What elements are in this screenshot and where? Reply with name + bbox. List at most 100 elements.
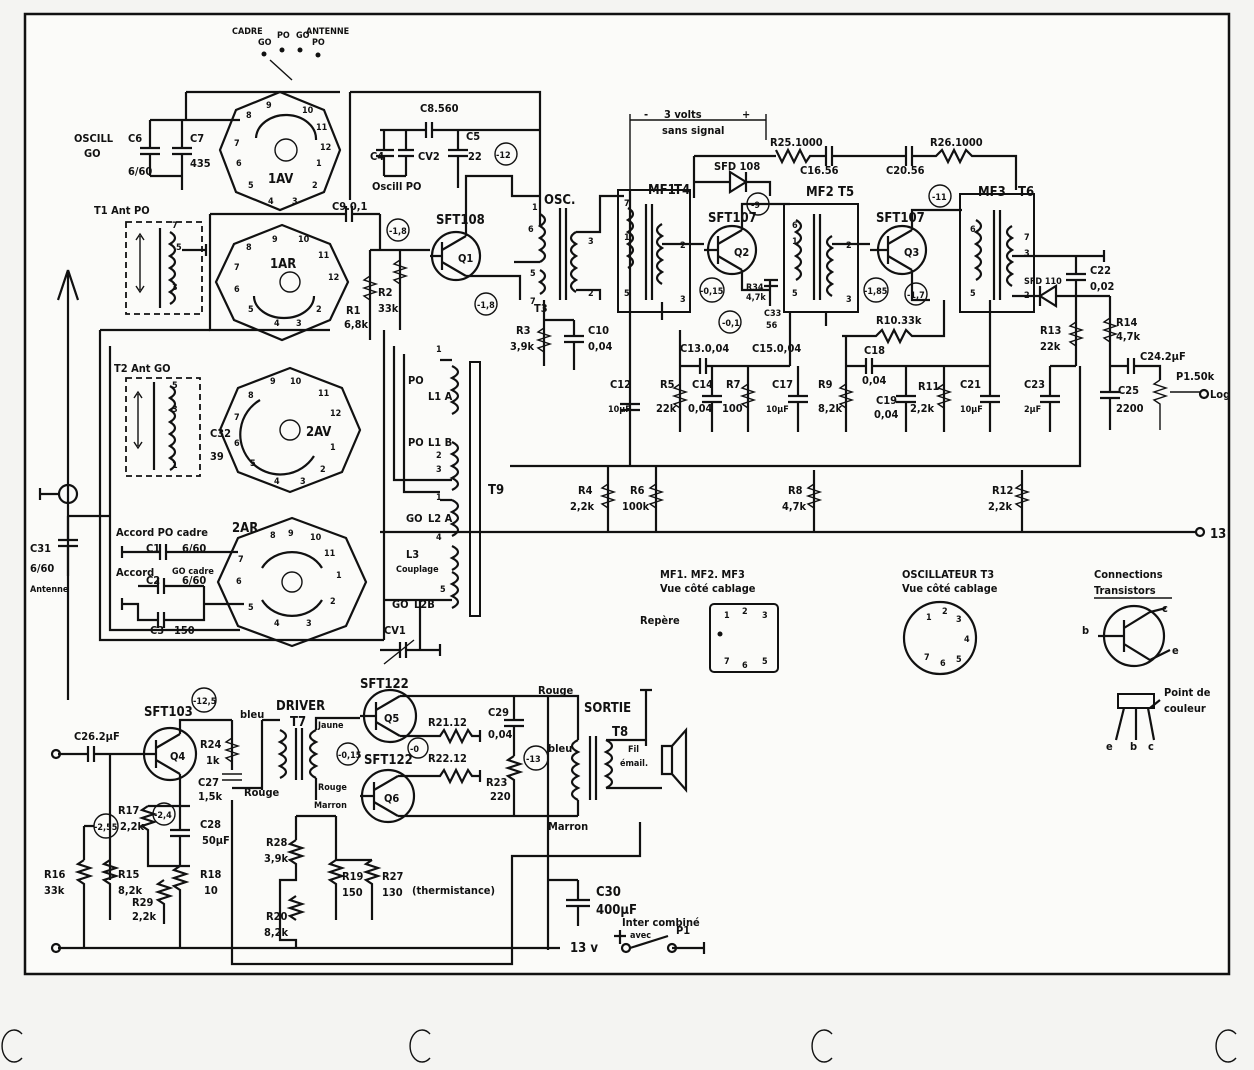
c6-name: C6	[128, 132, 142, 145]
c21-name: C21	[960, 378, 981, 391]
wafer-label-1av: 1AV	[268, 172, 293, 187]
svg-text:4: 4	[274, 619, 280, 629]
c30-value: 400µF	[596, 903, 637, 918]
sfd110-label: SFD 110	[1024, 277, 1062, 287]
r12-name: R12	[992, 484, 1014, 497]
svg-text:6: 6	[234, 285, 240, 295]
c23-value: 2µF	[1024, 405, 1041, 415]
c31-antenne: Antenne	[30, 585, 69, 595]
q1-type: SFT108	[436, 213, 485, 228]
c2-name: C2	[146, 574, 160, 587]
svg-text:3: 3	[296, 319, 302, 329]
label-go: GO	[84, 147, 101, 160]
svg-text:3: 3	[1024, 249, 1030, 259]
label-jaune: Jaune	[317, 721, 344, 731]
r28-name: R28	[266, 836, 288, 849]
svg-text:3: 3	[300, 477, 306, 487]
mf-view-title: MF1. MF2. MF3	[660, 568, 745, 581]
r8-name: R8	[788, 484, 803, 497]
r24-value: 1k	[206, 754, 220, 767]
c32-value: 39	[210, 450, 224, 463]
r19-name: R19	[342, 870, 364, 883]
t9-l1b: L1 B	[428, 436, 452, 449]
q2-type: SFT107	[708, 211, 757, 226]
q1-name: Q1	[458, 252, 473, 265]
schematic-frame	[23, 12, 1231, 976]
fil-label: Fil	[628, 745, 639, 755]
label-bleu-2: bleu	[548, 742, 572, 755]
svg-text:9: 9	[288, 529, 294, 539]
r6-name: R6	[630, 484, 645, 497]
svg-text:5: 5	[762, 657, 768, 667]
sortie-label: SORTIE	[584, 701, 631, 716]
svg-text:3: 3	[762, 611, 768, 621]
r11-value: 2,2k	[910, 402, 935, 415]
t4-label: T4	[674, 183, 690, 198]
t9-couplage: Couplage	[396, 565, 439, 575]
osc-label: OSC.	[544, 193, 575, 208]
svg-text:7: 7	[238, 555, 244, 565]
r18-value: 10	[204, 884, 218, 897]
svg-text:3: 3	[306, 619, 312, 629]
t9-pin-3: 3	[436, 465, 442, 475]
t9-label: T9	[488, 483, 504, 498]
cv2-label: CV2	[418, 150, 440, 163]
svg-text:8: 8	[248, 391, 254, 401]
t9-pin-1b: 1	[436, 493, 442, 503]
q4-name: Q4	[170, 750, 185, 763]
t6-label: T6	[1018, 185, 1034, 200]
contact-po-2: PO	[312, 38, 325, 48]
r5-value: 22k	[656, 402, 677, 415]
point-label-2: couleur	[1164, 702, 1206, 715]
r23-name: R23	[486, 776, 508, 789]
svg-text:3: 3	[588, 237, 594, 247]
svg-text:1: 1	[792, 237, 798, 247]
c17-name: C17	[772, 378, 793, 391]
supply-label: 13 v	[570, 941, 598, 956]
contact-go-1: GO	[258, 38, 272, 48]
r16-voltage: -2,55	[94, 823, 118, 833]
c16-label: C16.56	[800, 164, 839, 177]
svg-text:7: 7	[172, 221, 178, 231]
r25-label: R25.1000	[770, 136, 823, 149]
svg-text:7: 7	[1024, 233, 1030, 243]
r4-name: R4	[578, 484, 593, 497]
r24-name: R24	[200, 738, 222, 751]
c7-name: C7	[190, 132, 204, 145]
c33-name: C33	[764, 309, 781, 319]
svg-text:9: 9	[272, 235, 278, 245]
leg-c: c	[1148, 740, 1154, 753]
r19-value: 150	[342, 886, 363, 899]
if-chain: - 3 volts + sans signal R25.1000 C16.56 …	[380, 108, 1230, 542]
svg-text:5: 5	[248, 181, 254, 191]
c7-value: 435	[190, 157, 211, 170]
svg-text:5: 5	[792, 289, 798, 299]
c25-name: C25	[1118, 384, 1139, 397]
r13-name: R13	[1040, 324, 1062, 337]
q1-base-voltage: -1,8	[389, 227, 407, 237]
node-13: 13	[1210, 527, 1226, 542]
leg-b: b	[1130, 740, 1137, 753]
c5-name: C5	[466, 130, 480, 143]
antenna-section: T1 Ant PO 753 T2 Ant GO 531 C32 39 C31 6…	[30, 204, 384, 700]
audio-section: SFT103 Q4 -12,5 C26.2µF R24 1k C27 1,5k …	[44, 677, 706, 966]
c29-name: C29	[488, 706, 509, 719]
inter-label: Inter combiné	[622, 916, 700, 929]
q4-type: SFT103	[144, 705, 193, 720]
svg-text:7: 7	[234, 263, 240, 273]
svg-text:2: 2	[846, 241, 852, 251]
c30-name: C30	[596, 885, 621, 900]
contact-go-2: GO	[296, 31, 310, 41]
t9-po-2: PO	[408, 436, 424, 449]
svg-text:7: 7	[924, 653, 930, 663]
svg-text:3: 3	[956, 615, 962, 625]
t2-label: T2 Ant GO	[114, 362, 171, 375]
svg-text:11: 11	[316, 123, 328, 133]
accord-po-label: Accord PO cadre	[116, 526, 208, 539]
svg-text:5: 5	[956, 655, 962, 665]
svg-text:6: 6	[792, 221, 798, 231]
osc-view-title: OSCILLATEUR T3	[902, 568, 994, 581]
